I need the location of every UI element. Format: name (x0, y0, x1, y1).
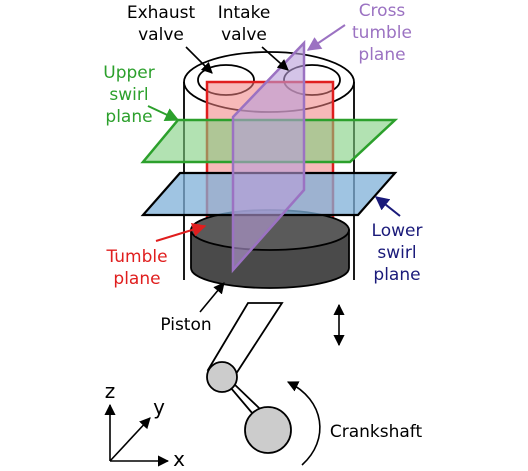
crankshaft-shape (244, 406, 292, 454)
cross-tumble-pointer (306, 24, 346, 51)
axis-x-label: x (173, 447, 185, 471)
upper-swirl-plane-label: Upper swirl plane (103, 63, 155, 127)
cross-tumble-plane-label: Cross tumble plane (352, 1, 412, 65)
crankshaft-label: Crankshaft (329, 422, 423, 442)
axis-y-arrow (109, 417, 151, 462)
lower-swirl-plane-label: Lower swirl plane (371, 221, 423, 285)
exhaust-valve-pointer (185, 46, 213, 74)
crankshaft-rotation-arrow (286, 381, 321, 466)
intake-valve-pointer (261, 46, 289, 71)
axis-y-label: y (153, 395, 165, 419)
exhaust-valve-label: Exhaust valve (126, 3, 196, 45)
piston-pointer (199, 282, 225, 313)
upper-swirl-pointer (147, 105, 180, 122)
piston-label: Piston (160, 315, 212, 335)
connecting-rod (206, 302, 292, 454)
coordinate-axes (104, 403, 170, 467)
axis-z-label: z (104, 379, 116, 403)
cross-tumble-plane-shape (231, 39, 306, 274)
lower-swirl-pointer (374, 196, 401, 217)
wrist-pin (206, 361, 238, 393)
tumble-plane-label: Tumble plane (106, 247, 168, 289)
tumble-plane-pointer (155, 222, 207, 242)
intake-valve-label: Intake valve (217, 3, 271, 45)
